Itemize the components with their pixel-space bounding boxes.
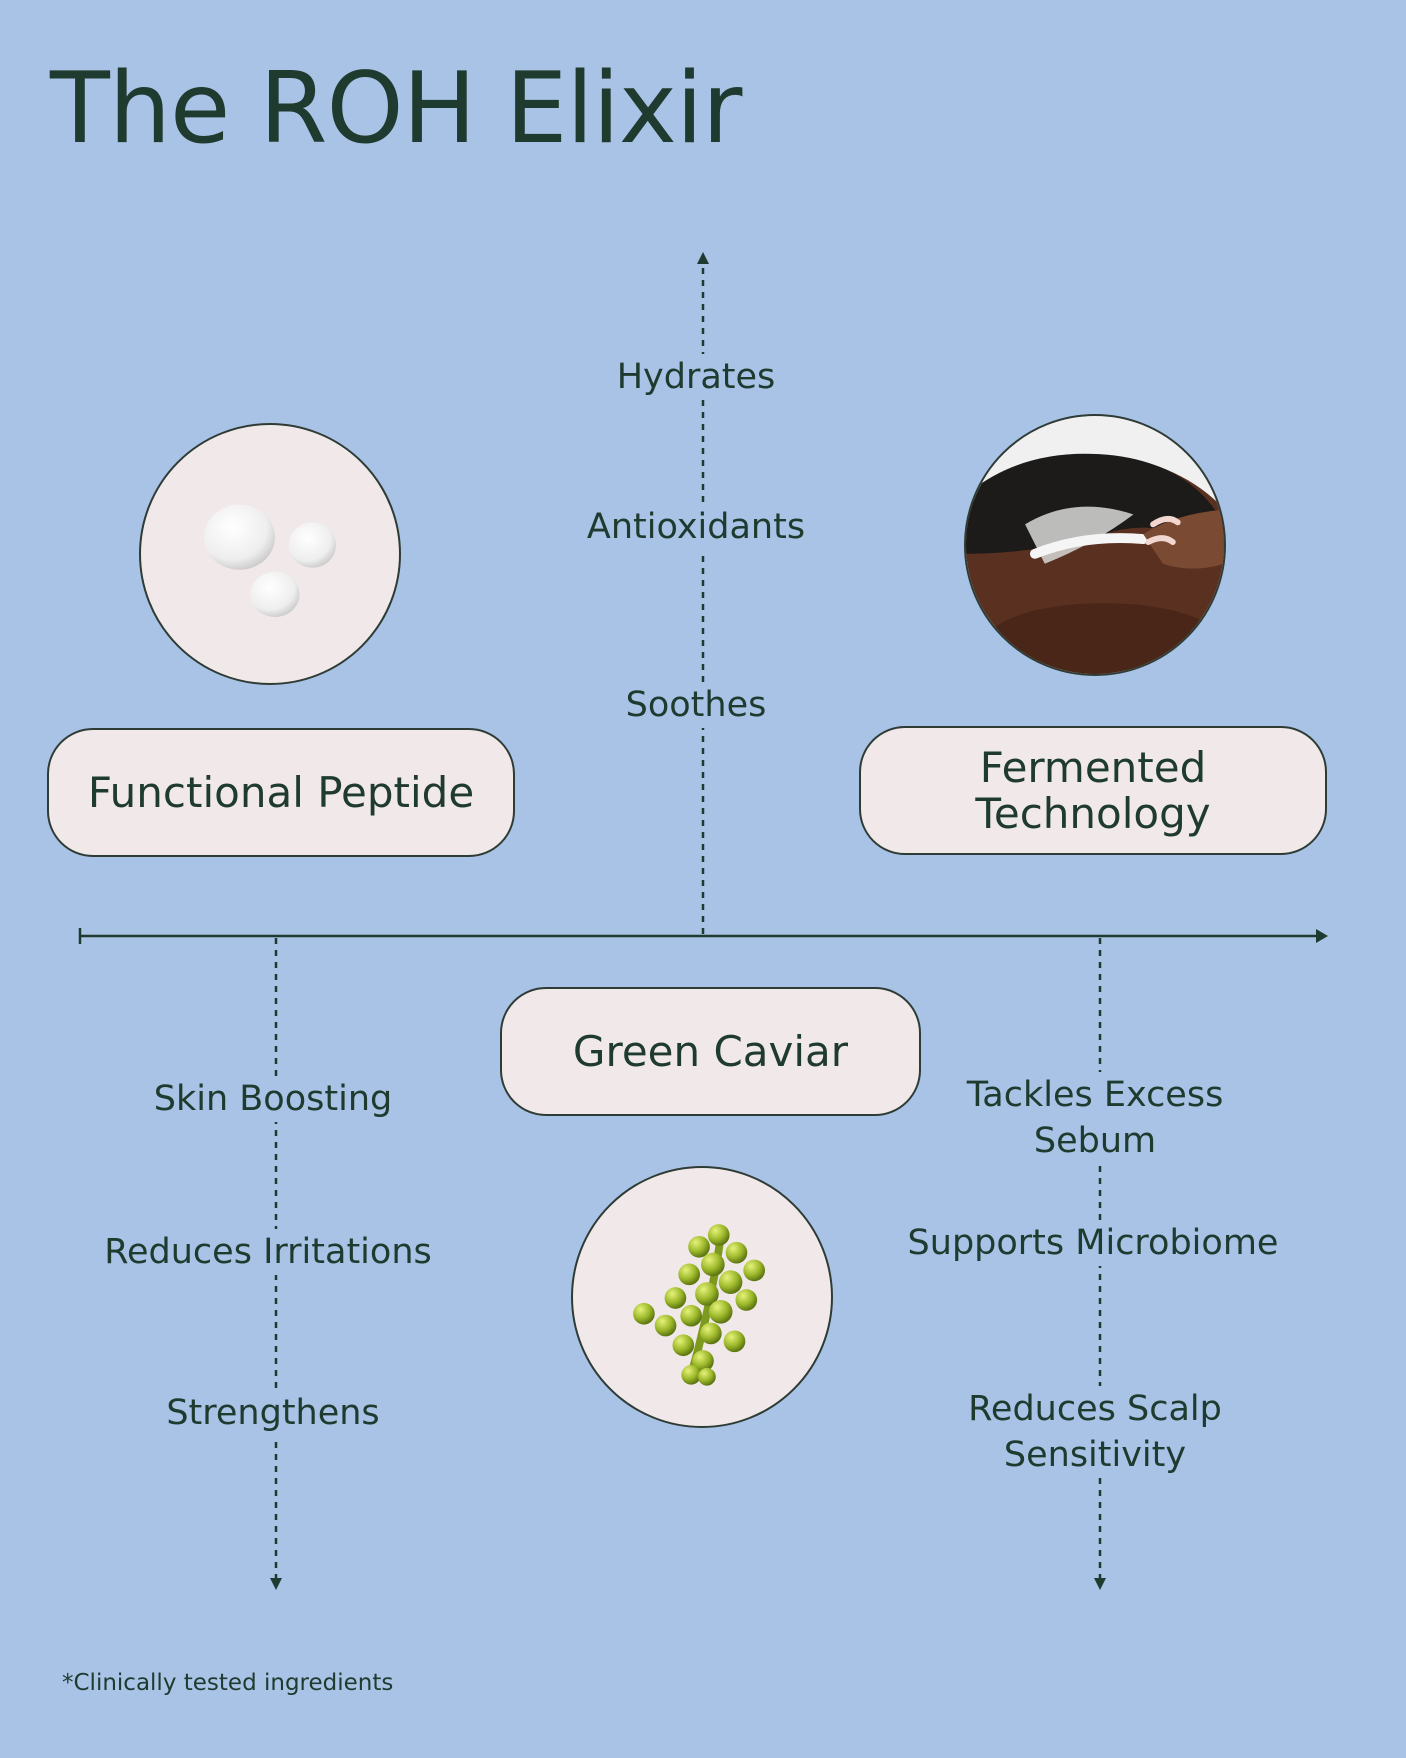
page-title: The ROH Elixir bbox=[50, 52, 742, 166]
benefit-hydrates: Hydrates bbox=[610, 354, 782, 400]
footnote: *Clinically tested ingredients bbox=[62, 1670, 394, 1696]
axis-right-arrowhead bbox=[1316, 929, 1328, 943]
scalp-application-icon bbox=[964, 414, 1226, 676]
pill-fermented-technology: Fermented Technology bbox=[859, 726, 1327, 855]
left-down-arrowhead bbox=[270, 1578, 282, 1590]
green-caviar-icon bbox=[571, 1166, 833, 1428]
benefit-skin-boosting: Skin Boosting bbox=[147, 1076, 399, 1122]
cream-droplets-icon bbox=[139, 423, 401, 685]
benefit-strengthens: Strengthens bbox=[160, 1390, 386, 1436]
center-up-arrowhead bbox=[697, 252, 709, 264]
pill-functional-peptide: Functional Peptide bbox=[47, 728, 515, 857]
right-down-arrowhead bbox=[1094, 1578, 1106, 1590]
benefit-reduces-scalp-sensitivity: Reduces Scalp Sensitivity bbox=[962, 1386, 1228, 1478]
benefit-tackles-excess-sebum: Tackles Excess Sebum bbox=[960, 1072, 1230, 1164]
benefit-soothes: Soothes bbox=[619, 682, 773, 728]
benefit-reduces-irritations: Reduces Irritations bbox=[98, 1229, 438, 1275]
pill-green-caviar: Green Caviar bbox=[500, 987, 921, 1116]
benefit-supports-microbiome: Supports Microbiome bbox=[901, 1220, 1285, 1266]
benefit-antioxidants: Antioxidants bbox=[580, 504, 812, 550]
